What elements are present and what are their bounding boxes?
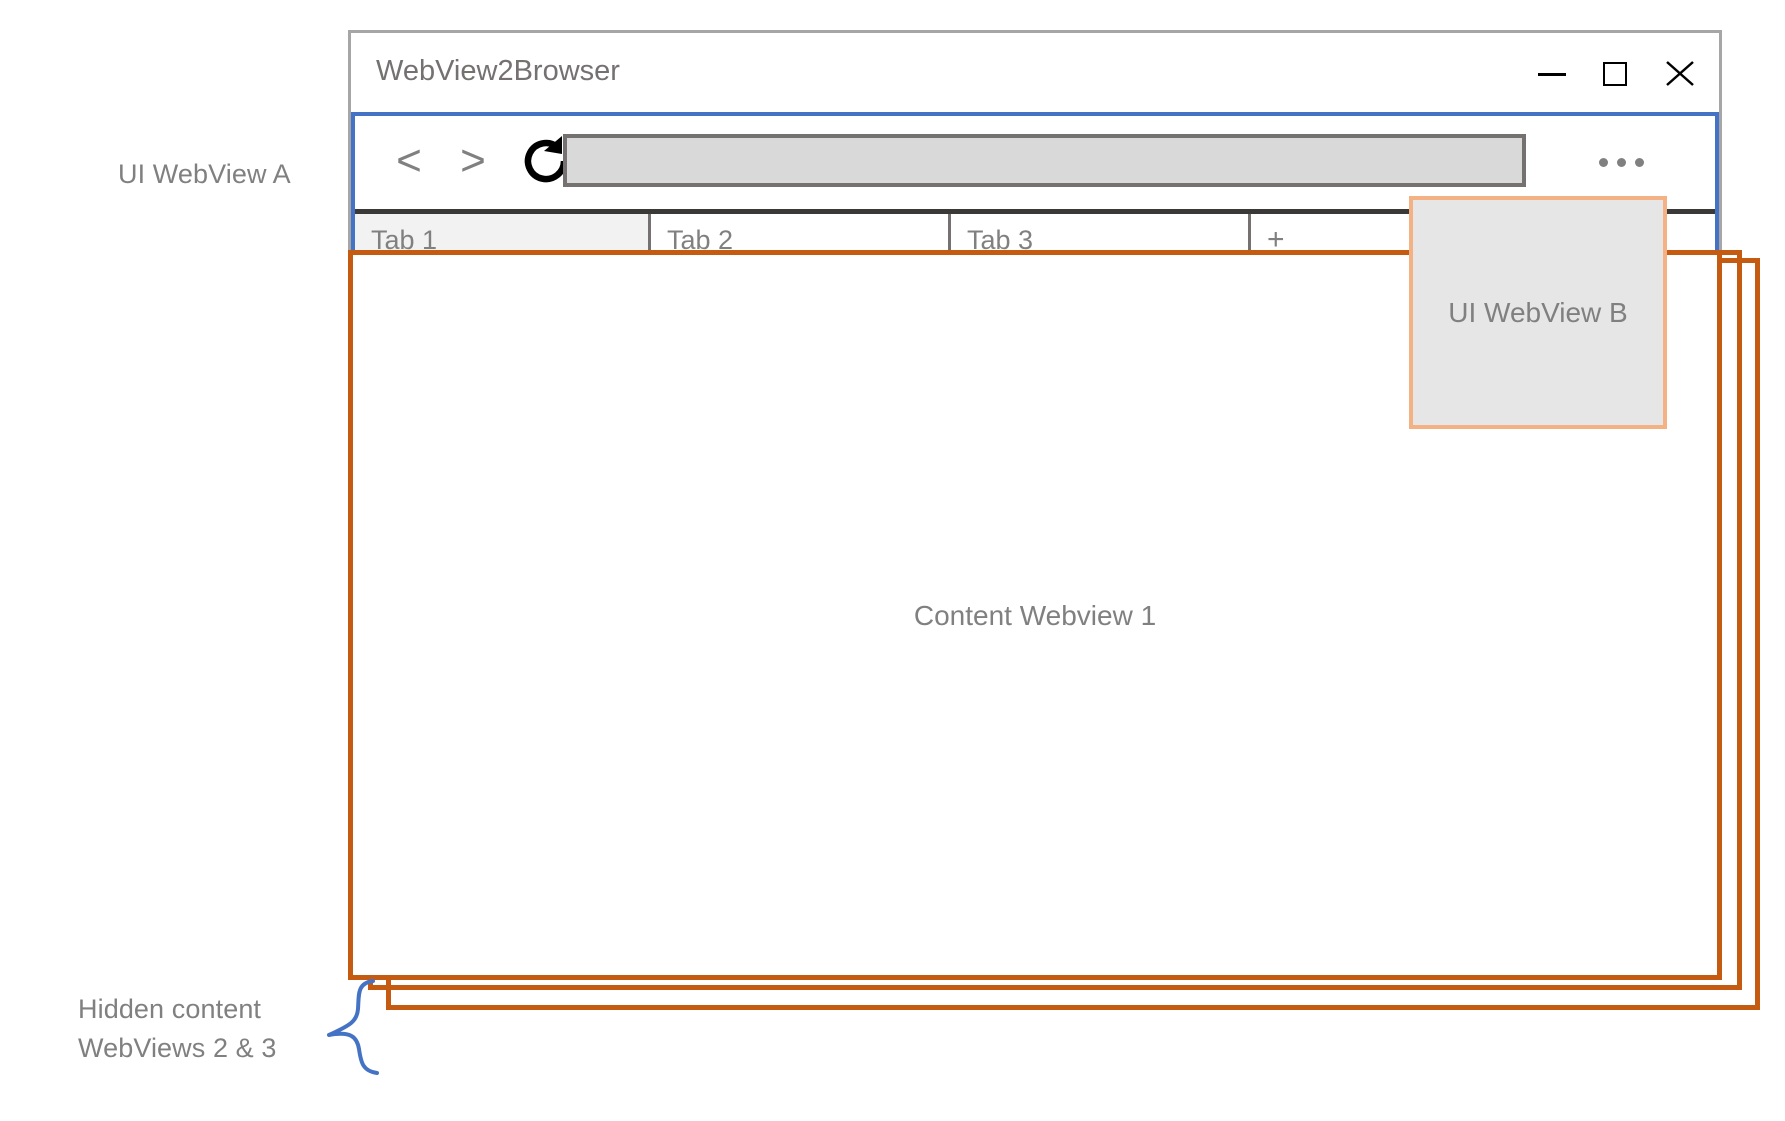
ellipsis-dot-2: [1616, 157, 1626, 167]
ellipsis-icon[interactable]: [1587, 148, 1655, 176]
window-title: WebView2Browser: [376, 55, 620, 87]
minimize-icon[interactable]: [1535, 56, 1569, 90]
tab-1-label: Tab 1: [371, 224, 438, 255]
ui-webview-a: < > Tab 1 Tab 2: [351, 112, 1719, 270]
window-controls: [1535, 53, 1697, 93]
maximize-icon[interactable]: [1599, 56, 1633, 90]
ellipsis-dot-1: [1598, 157, 1608, 167]
annotation-hidden-content-line2: WebViews 2 & 3: [78, 1033, 277, 1064]
tab-2-label: Tab 2: [667, 224, 734, 255]
ellipsis-dot-3: [1634, 157, 1644, 167]
annotation-hidden-content-line1: Hidden content: [78, 994, 262, 1024]
close-icon[interactable]: [1663, 56, 1697, 90]
url-input[interactable]: [563, 134, 1526, 187]
ui-webview-b-label: UI WebView B: [1448, 296, 1628, 328]
content-webview-1-label: Content Webview 1: [913, 600, 1157, 631]
title-bar: WebView2Browser: [351, 33, 1719, 115]
back-button[interactable]: <: [396, 136, 422, 185]
forward-button[interactable]: >: [460, 136, 486, 185]
curly-brace-icon: [327, 979, 379, 1075]
annotation-ui-webview-a: UI WebView A: [118, 159, 291, 189]
ui-webview-b[interactable]: UI WebView B: [1409, 196, 1667, 429]
new-tab-label: +: [1267, 223, 1285, 256]
tab-3-label: Tab 3: [967, 224, 1034, 255]
reload-icon[interactable]: [519, 130, 573, 192]
nav-button-group: < >: [385, 130, 573, 192]
browser-toolbar: < >: [355, 116, 1715, 209]
